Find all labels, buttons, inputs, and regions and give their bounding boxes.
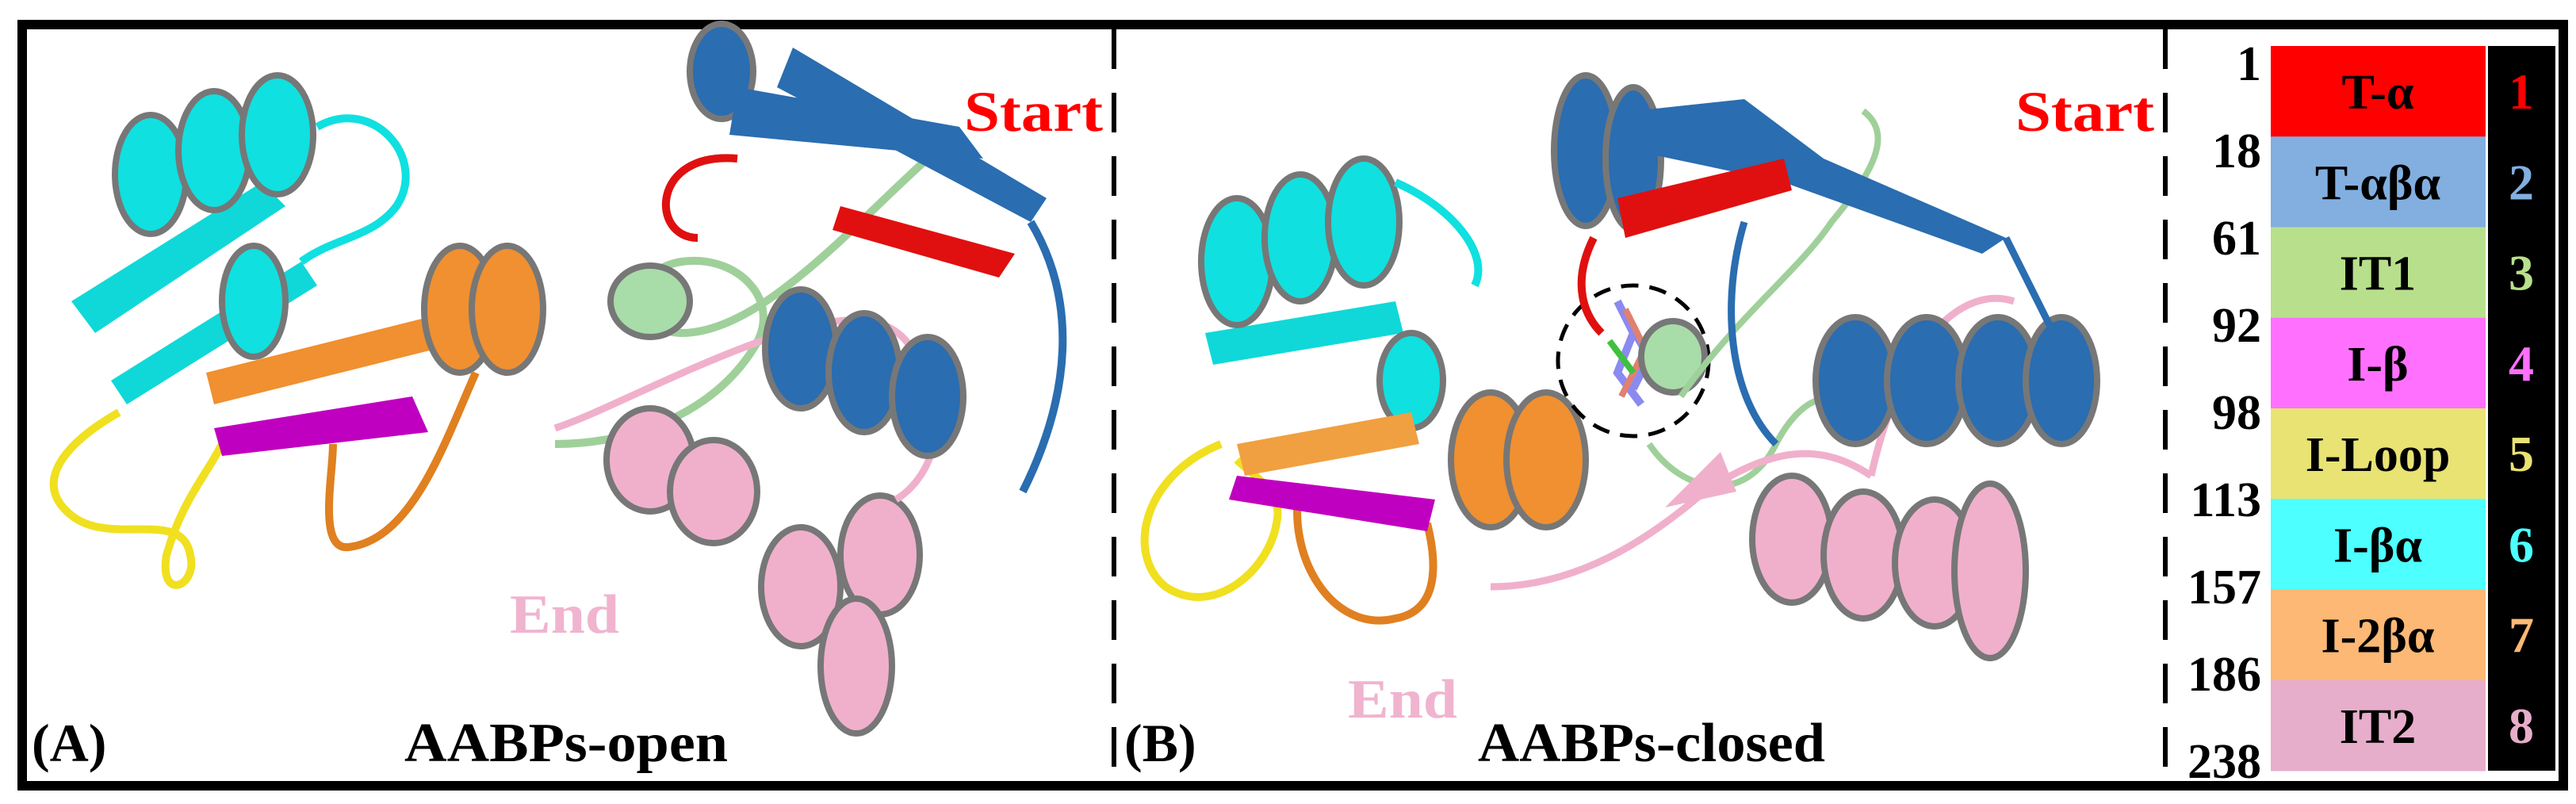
ribbon-orange xyxy=(1237,389,1589,625)
legend-swatch-5 xyxy=(2271,408,2486,500)
legend-segment-name: I-βα xyxy=(2333,519,2422,572)
legend-segment-number: 1 xyxy=(2509,63,2534,120)
ribbon-yellow-loop xyxy=(49,408,226,589)
legend-segment-number: 7 xyxy=(2509,607,2534,664)
legend-number-column xyxy=(2488,46,2555,771)
ribbon-blue xyxy=(1551,72,2100,447)
legend-swatch-7 xyxy=(2271,589,2486,681)
ribbon-green xyxy=(1638,108,1881,489)
legend-swatch-1 xyxy=(2271,46,2486,137)
legend-segment-name: I-2βα xyxy=(2321,610,2434,664)
panel-title-a: AABPs-open xyxy=(404,713,728,774)
legend-segment-number: 3 xyxy=(2509,245,2534,301)
protein-structure-open xyxy=(49,21,1067,737)
ribbon-blue xyxy=(687,21,1067,494)
start-label-a: Start xyxy=(964,80,1103,144)
legend-residue-boundary: 157 xyxy=(2187,561,2261,614)
ribbon-cyan xyxy=(71,72,410,404)
ribbon-magenta-strand xyxy=(1229,476,1435,531)
legend-segment-number: 4 xyxy=(2509,335,2534,392)
ribbon-pink xyxy=(1490,294,2029,661)
legend-swatch-4 xyxy=(2271,317,2486,409)
legend-residue-boundary: 113 xyxy=(2190,473,2261,527)
end-label-b: End xyxy=(1348,669,1457,730)
legend-segment-number: 8 xyxy=(2509,698,2534,754)
ribbon-green xyxy=(554,155,931,448)
legend-residue-boundary: 186 xyxy=(2187,648,2261,702)
legend-segment-name: T-αβα xyxy=(2315,156,2440,210)
legend-residue-boundary: 18 xyxy=(2212,124,2261,178)
legend-swatch-2 xyxy=(2271,136,2486,228)
start-label-b: Start xyxy=(2015,80,2154,144)
legend-segment-name: I-Loop xyxy=(2306,428,2451,482)
ribbon-cyan xyxy=(1198,155,1483,431)
figure-frame xyxy=(17,20,2568,791)
legend-residue-boundary: 238 xyxy=(2187,735,2261,789)
legend-residue-boundary: 1 xyxy=(2237,37,2261,91)
legend-swatch-6 xyxy=(2271,499,2486,590)
panel-tag-b: (B) xyxy=(1124,713,1196,773)
panel-tag-a: (A) xyxy=(32,713,106,773)
legend-swatch-3 xyxy=(2271,227,2486,319)
panel-title-b: AABPs-closed xyxy=(1478,713,1825,774)
legend-residue-boundary: 92 xyxy=(2212,299,2261,353)
legend-residue-boundary: 98 xyxy=(2212,386,2261,440)
ribbon-red xyxy=(661,154,1015,278)
protein-structure-closed xyxy=(1140,72,2100,661)
legend-segment-number: 6 xyxy=(2509,516,2534,572)
legend-segment-name: IT2 xyxy=(2340,700,2416,754)
legend-residue-boundary: 61 xyxy=(2212,212,2261,266)
legend-segment-number: 2 xyxy=(2509,154,2534,210)
end-label-a: End xyxy=(510,584,619,645)
legend-segment-name: IT1 xyxy=(2340,247,2416,301)
legend-swatch-8 xyxy=(2271,680,2486,771)
ribbon-red xyxy=(1577,159,1792,336)
ribbon-orange xyxy=(206,243,546,552)
legend-segment-name: T-α xyxy=(2342,66,2414,120)
legend-segment-name: I-β xyxy=(2347,338,2408,392)
legend-segment-number: 5 xyxy=(2509,426,2534,482)
ribbon-magenta-strand xyxy=(214,396,428,456)
